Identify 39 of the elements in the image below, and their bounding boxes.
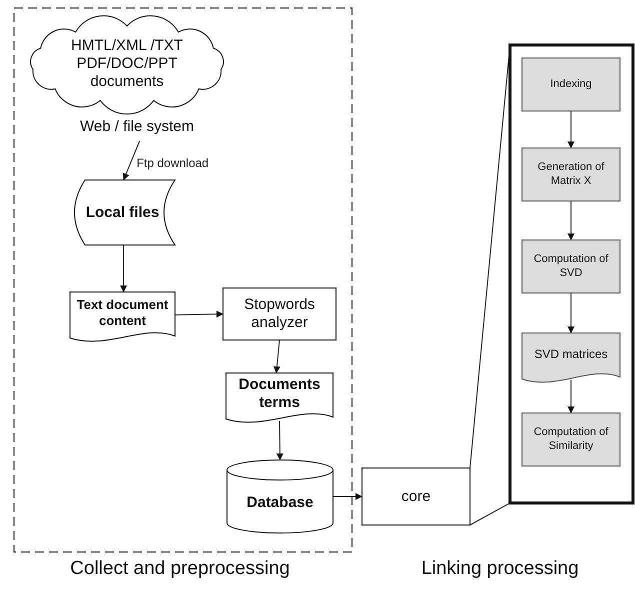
arrow bbox=[568, 292, 574, 334]
node-text: Documents terms bbox=[238, 376, 322, 412]
node-text: Database bbox=[246, 494, 314, 512]
group-caption: Collect and preprocessing bbox=[69, 558, 291, 580]
node-text: SVD matrices bbox=[534, 346, 608, 362]
node-text: HMTL/XML /TXT PDF/DOC/PPT documents bbox=[70, 37, 184, 91]
database-cylinder bbox=[227, 460, 333, 533]
arrow bbox=[568, 379, 574, 414]
arrow bbox=[332, 493, 362, 500]
arrow bbox=[568, 200, 574, 240]
document-shape bbox=[522, 333, 620, 385]
process-box bbox=[522, 240, 620, 293]
node-text: Computation of SVD bbox=[532, 253, 610, 280]
node-text: Stopwords analyzer bbox=[243, 296, 316, 332]
document-shape bbox=[226, 373, 333, 425]
node-text: Text document content bbox=[76, 297, 170, 329]
node-text: Local files bbox=[86, 204, 160, 222]
process-box bbox=[223, 288, 336, 340]
arrow bbox=[174, 310, 224, 318]
arrow bbox=[120, 244, 128, 292]
node-text: Indexing bbox=[550, 78, 592, 92]
document-shape bbox=[70, 292, 175, 344]
node-text: Computation of Similarity bbox=[532, 426, 610, 453]
arrow bbox=[273, 340, 280, 374]
group-caption: Linking processing bbox=[420, 558, 580, 580]
expanded-view-frame bbox=[510, 45, 633, 503]
edge-label: Ftp download bbox=[136, 156, 210, 170]
process-box bbox=[522, 58, 620, 111]
process-box bbox=[522, 413, 620, 466]
connector-line bbox=[470, 502, 510, 526]
process-box bbox=[522, 148, 620, 201]
node-text: core bbox=[401, 488, 431, 506]
arrow bbox=[122, 140, 140, 180]
dashed-group-frame bbox=[14, 8, 352, 552]
arrow bbox=[568, 110, 574, 148]
process-box bbox=[362, 468, 470, 525]
node-text: Generation of Matrix X bbox=[536, 161, 606, 188]
source-label: Web / file system bbox=[72, 118, 202, 138]
arrow bbox=[276, 420, 284, 460]
